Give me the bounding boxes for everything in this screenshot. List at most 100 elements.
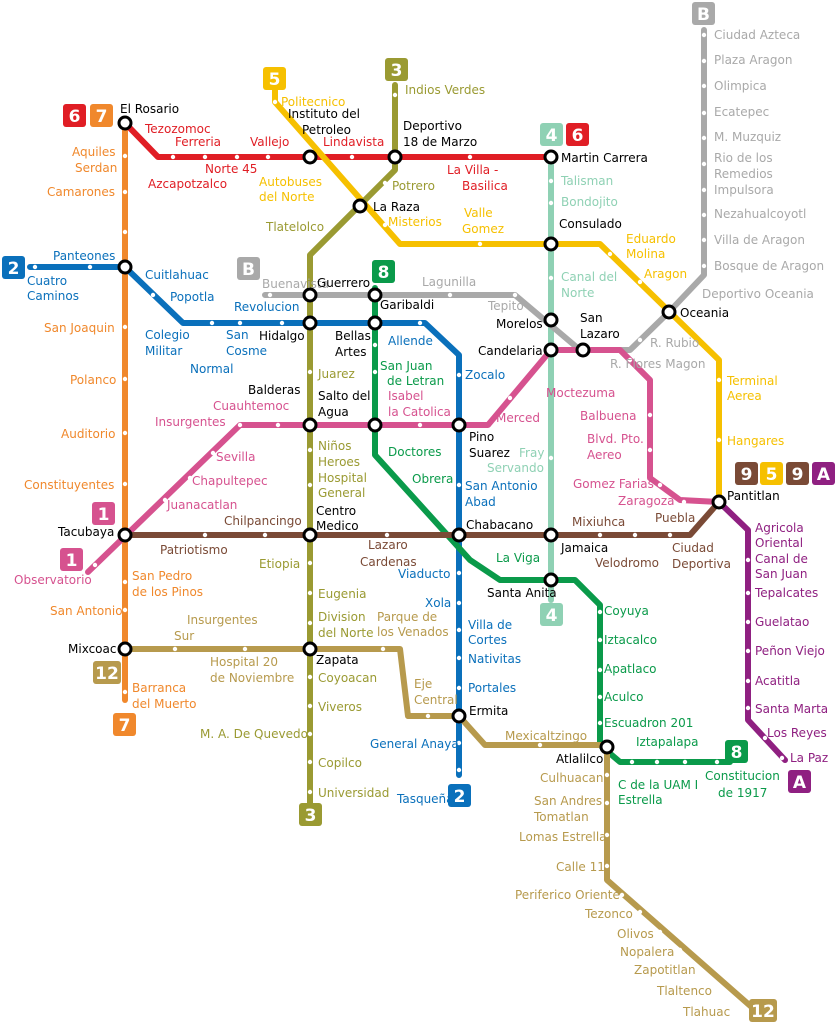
station-morelos[interactable] — [543, 312, 559, 328]
minor-station-dot — [307, 620, 313, 626]
station-instituto-del-petroleo[interactable] — [302, 149, 318, 165]
station-candelaria[interactable] — [543, 342, 559, 358]
line-8-route — [372, 285, 733, 765]
station-mixcoac[interactable] — [117, 641, 133, 657]
station-el-rosario[interactable] — [117, 115, 133, 131]
station-label: Copilco — [318, 756, 362, 770]
minor-station-dot — [122, 430, 128, 436]
line-badge-1[interactable]: 1 — [60, 548, 83, 571]
line-badge-12[interactable]: 12 — [749, 999, 777, 1022]
line-badge-3[interactable]: 3 — [299, 803, 322, 826]
line-badge-9[interactable]: 9 — [786, 462, 809, 485]
station-deportivo-18-de-marzo[interactable] — [387, 149, 403, 165]
minor-station-dot — [657, 482, 663, 488]
station-tacuba[interactable] — [117, 259, 133, 275]
station-martin-carrera[interactable] — [543, 149, 559, 165]
station-label: Cortes — [468, 633, 507, 647]
station-balderas[interactable] — [302, 417, 318, 433]
station-consulado[interactable] — [543, 236, 559, 252]
station-label: Zapotitlan — [634, 963, 696, 977]
station-label: Deportivo — [403, 119, 462, 133]
line-badge-2[interactable]: 2 — [448, 784, 471, 807]
line-badge-text: 1 — [66, 551, 78, 571]
line-badge-8[interactable]: 8 — [725, 740, 748, 763]
minor-station-dot — [745, 557, 751, 563]
station-label: Estrella — [618, 793, 663, 807]
line-badge-a[interactable]: A — [812, 462, 835, 485]
line-badge-6[interactable]: 6 — [566, 123, 589, 146]
line-badge-b[interactable]: B — [692, 2, 715, 25]
station-label: Etiopia — [259, 557, 300, 571]
station-label: del Norte — [259, 190, 315, 204]
minor-station-dot — [265, 154, 271, 160]
station-pino-suarez[interactable] — [451, 417, 467, 433]
minor-station-dot — [32, 264, 38, 270]
line-badge-6[interactable]: 6 — [63, 104, 86, 127]
station-guerrero[interactable] — [302, 287, 318, 303]
station-san-lazaro[interactable] — [575, 342, 591, 358]
line-badge-7[interactable]: 7 — [113, 713, 136, 736]
station-label: San Pedro — [132, 569, 192, 583]
station-oceania[interactable] — [661, 304, 677, 320]
minor-station-dot — [275, 422, 281, 428]
station-hidalgo[interactable] — [302, 315, 318, 331]
line-badge-text: 12 — [95, 664, 119, 684]
line-badge-2[interactable]: 2 — [2, 256, 25, 279]
station-bellas-artes[interactable] — [367, 315, 383, 331]
station-zapata[interactable] — [302, 641, 318, 657]
minor-station-dot — [384, 532, 390, 538]
station-jamaica[interactable] — [543, 527, 559, 543]
line-badge-b[interactable]: B — [237, 257, 260, 280]
line-a-route — [716, 499, 788, 763]
line-badge-7[interactable]: 7 — [90, 104, 113, 127]
station-chabacano[interactable] — [451, 527, 467, 543]
station-label: Gomez Farias — [573, 477, 654, 491]
station-label: de los Pinos — [132, 585, 203, 599]
minor-station-dot — [548, 455, 554, 461]
station-garibaldi[interactable] — [367, 287, 383, 303]
station-tacubaya[interactable] — [117, 527, 133, 543]
minor-station-dot — [456, 740, 462, 746]
station-label: Salto del — [318, 389, 371, 403]
line-badge-5[interactable]: 5 — [760, 462, 783, 485]
line-badge-12[interactable]: 12 — [93, 661, 121, 684]
minor-station-dot — [162, 497, 168, 503]
line-badge-text: 7 — [119, 716, 131, 736]
station-atlalilco[interactable] — [599, 739, 615, 755]
minor-station-dot — [382, 180, 388, 186]
line-badge-bg — [113, 713, 136, 736]
line-badge-9[interactable]: 9 — [735, 462, 758, 485]
station-label: Iztacalco — [604, 633, 657, 647]
line-badge-3[interactable]: 3 — [385, 58, 408, 81]
station-label: Caminos — [27, 289, 79, 303]
line-badge-bg — [692, 2, 715, 25]
station-label: Allende — [388, 334, 433, 348]
station-label: Nopalera — [620, 945, 674, 959]
line-badge-bg — [749, 999, 777, 1022]
station-label: Viaducto — [398, 567, 451, 581]
line-badge-5[interactable]: 5 — [263, 67, 286, 90]
station-label: Heroes — [318, 455, 360, 469]
station-label: Potrero — [392, 179, 435, 193]
station-ermita[interactable] — [451, 708, 467, 724]
line-badge-4[interactable]: 4 — [540, 123, 563, 146]
station-label: Revolucion — [234, 300, 299, 314]
line-badge-8[interactable]: 8 — [372, 260, 395, 283]
line-badge-4[interactable]: 4 — [540, 603, 563, 626]
minor-station-dot — [417, 422, 423, 428]
station-salto-del-agua[interactable] — [367, 417, 383, 433]
station-pantitlan[interactable] — [711, 494, 727, 510]
minor-station-dot — [279, 320, 285, 326]
minor-station-dot — [701, 135, 707, 141]
station-label: Mixiuhca — [572, 515, 625, 529]
station-centro-medico[interactable] — [302, 527, 318, 543]
station-la-raza[interactable] — [352, 198, 368, 214]
minor-station-dot — [604, 832, 610, 838]
minor-station-dot — [267, 292, 273, 298]
line-badge-a[interactable]: A — [788, 770, 811, 793]
line-badge-1[interactable]: 1 — [92, 502, 115, 525]
station-santa-anita[interactable] — [543, 572, 559, 588]
station-label: Moctezuma — [546, 386, 615, 400]
station-label: Puebla — [655, 511, 695, 525]
minor-station-dot — [745, 678, 751, 684]
